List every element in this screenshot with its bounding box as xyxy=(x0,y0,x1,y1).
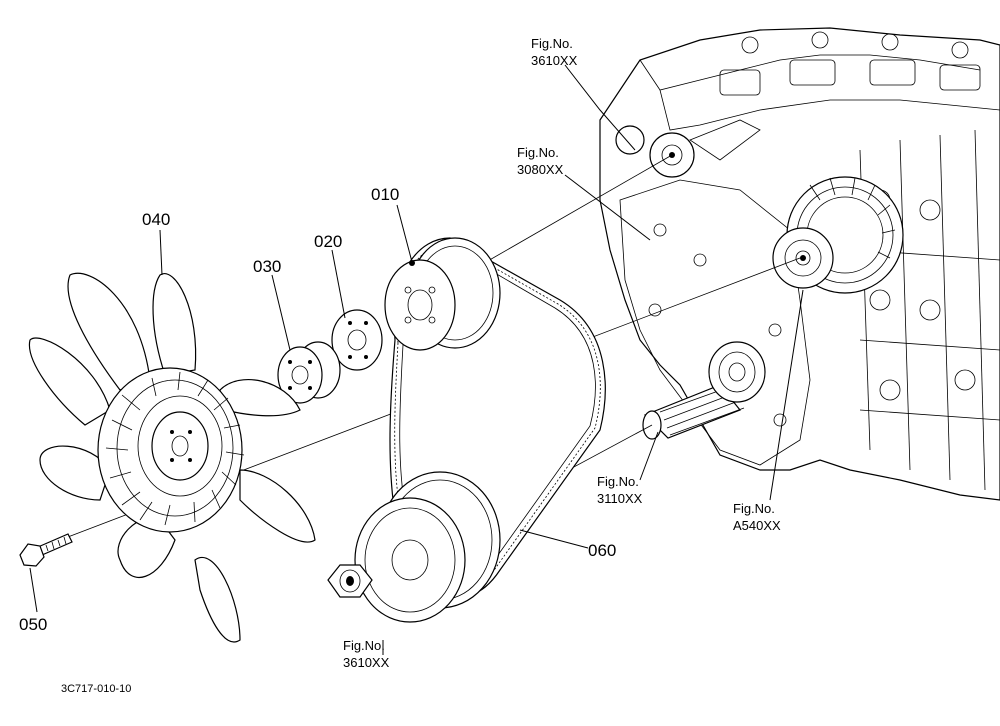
fan-bolt xyxy=(19,533,73,567)
figref-3080-number: 3080XX xyxy=(517,162,564,177)
spacer-030 xyxy=(277,341,341,404)
figref-3110-number: 3110XX xyxy=(597,491,643,506)
callout-020: 020 xyxy=(314,232,342,251)
callout-010: 010 xyxy=(371,185,399,204)
figref-3610-top-number: 3610XX xyxy=(531,53,578,68)
figref-3610-top-label: Fig.No. xyxy=(531,36,573,51)
callout-040: 040 xyxy=(142,210,170,229)
callout-060: 060 xyxy=(588,541,616,560)
figref-3080-label: Fig.No. xyxy=(517,145,559,160)
callout-050: 050 xyxy=(19,615,47,634)
drawing-code: 3C717-010-10 xyxy=(61,683,131,695)
callout-030: 030 xyxy=(253,257,281,276)
figref-a540-label: Fig.No. xyxy=(733,501,775,516)
figref-3610-bottom-label: Fig.No. xyxy=(343,638,385,653)
figref-3610-bottom-number: 3610XX xyxy=(343,655,390,670)
fan-pulley xyxy=(384,237,501,351)
leader-lines xyxy=(29,64,804,655)
figref-3110-label: Fig.No. xyxy=(597,474,639,489)
engine-block xyxy=(599,27,1000,501)
figref-a540-number: A540XX xyxy=(733,518,781,533)
crankshaft-pulley xyxy=(354,471,501,623)
cooling-fan xyxy=(28,272,316,643)
spacer-020 xyxy=(331,309,383,371)
crank-nut xyxy=(327,564,373,598)
